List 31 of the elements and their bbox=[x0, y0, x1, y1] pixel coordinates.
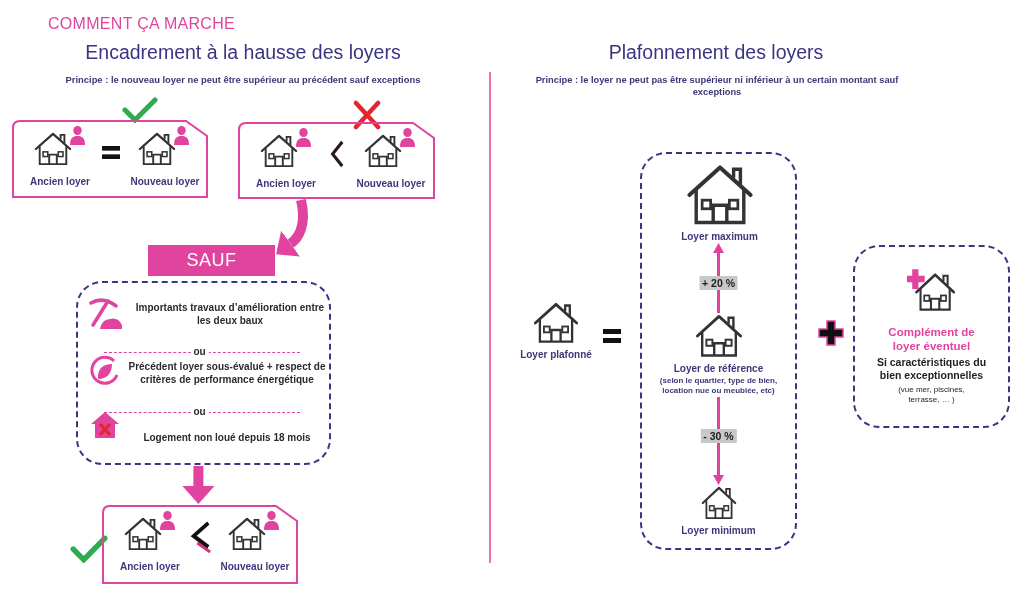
page-title: COMMENT ÇA MARCHE bbox=[48, 15, 236, 33]
rent-label: Loyer de référence bbox=[673, 363, 764, 374]
section-heading: Encadrement à la hausse des loyers bbox=[84, 41, 402, 64]
rent-label: Nouveau loyer bbox=[129, 176, 201, 187]
exception-text: Logement non loué depuis 18 mois bbox=[142, 431, 312, 444]
rent-label: Ancien loyer bbox=[29, 176, 91, 187]
rent-label: Ancien loyer bbox=[119, 561, 181, 572]
principle-text: Principe : le loyer ne peut pas être supérieur ni inférieur à un certain montant sauf exceptions bbox=[534, 74, 900, 98]
exception-text: Précédent loyer sous-évalué + respect de critères de performance énergétique bbox=[128, 360, 326, 386]
comparison-panel bbox=[238, 122, 435, 199]
section-heading: Plafonnement des loyers bbox=[607, 41, 825, 64]
dashed-panel bbox=[853, 245, 1010, 428]
note-text: (vue mer, piscines, terrasse, … ) bbox=[897, 385, 966, 405]
rent-label: Ancien loyer bbox=[255, 178, 317, 189]
rent-label: Nouveau loyer bbox=[219, 561, 291, 572]
edge-label: - 30 % bbox=[700, 429, 737, 443]
exceptions-panel bbox=[76, 281, 331, 465]
edge-label: + 20 % bbox=[699, 276, 738, 290]
arrow bbox=[182, 466, 215, 504]
comparison-panel bbox=[102, 505, 298, 584]
rent-label: Loyer maximum bbox=[681, 231, 758, 242]
exception-text: Importants travaux d’amélioration entre les deux baux bbox=[134, 301, 326, 327]
label-banner: SAUF bbox=[148, 245, 275, 276]
principle-text: Principe : le nouveau loyer ne peut être supérieur au précédent sauf exceptions bbox=[64, 74, 422, 85]
rent-label: Loyer plafonné bbox=[520, 349, 592, 360]
comparison-panel bbox=[12, 120, 208, 198]
rent-label: Nouveau loyer bbox=[355, 178, 427, 189]
heading-text: Complément de loyer éventuel bbox=[887, 325, 976, 353]
note-text: (selon le quartier, type de bien, location nue ou meublée, etc) bbox=[658, 376, 779, 396]
rent-label: Loyer minimum bbox=[681, 525, 756, 536]
body-text: Si caractéristiques du bien exceptionnelles bbox=[875, 356, 988, 382]
